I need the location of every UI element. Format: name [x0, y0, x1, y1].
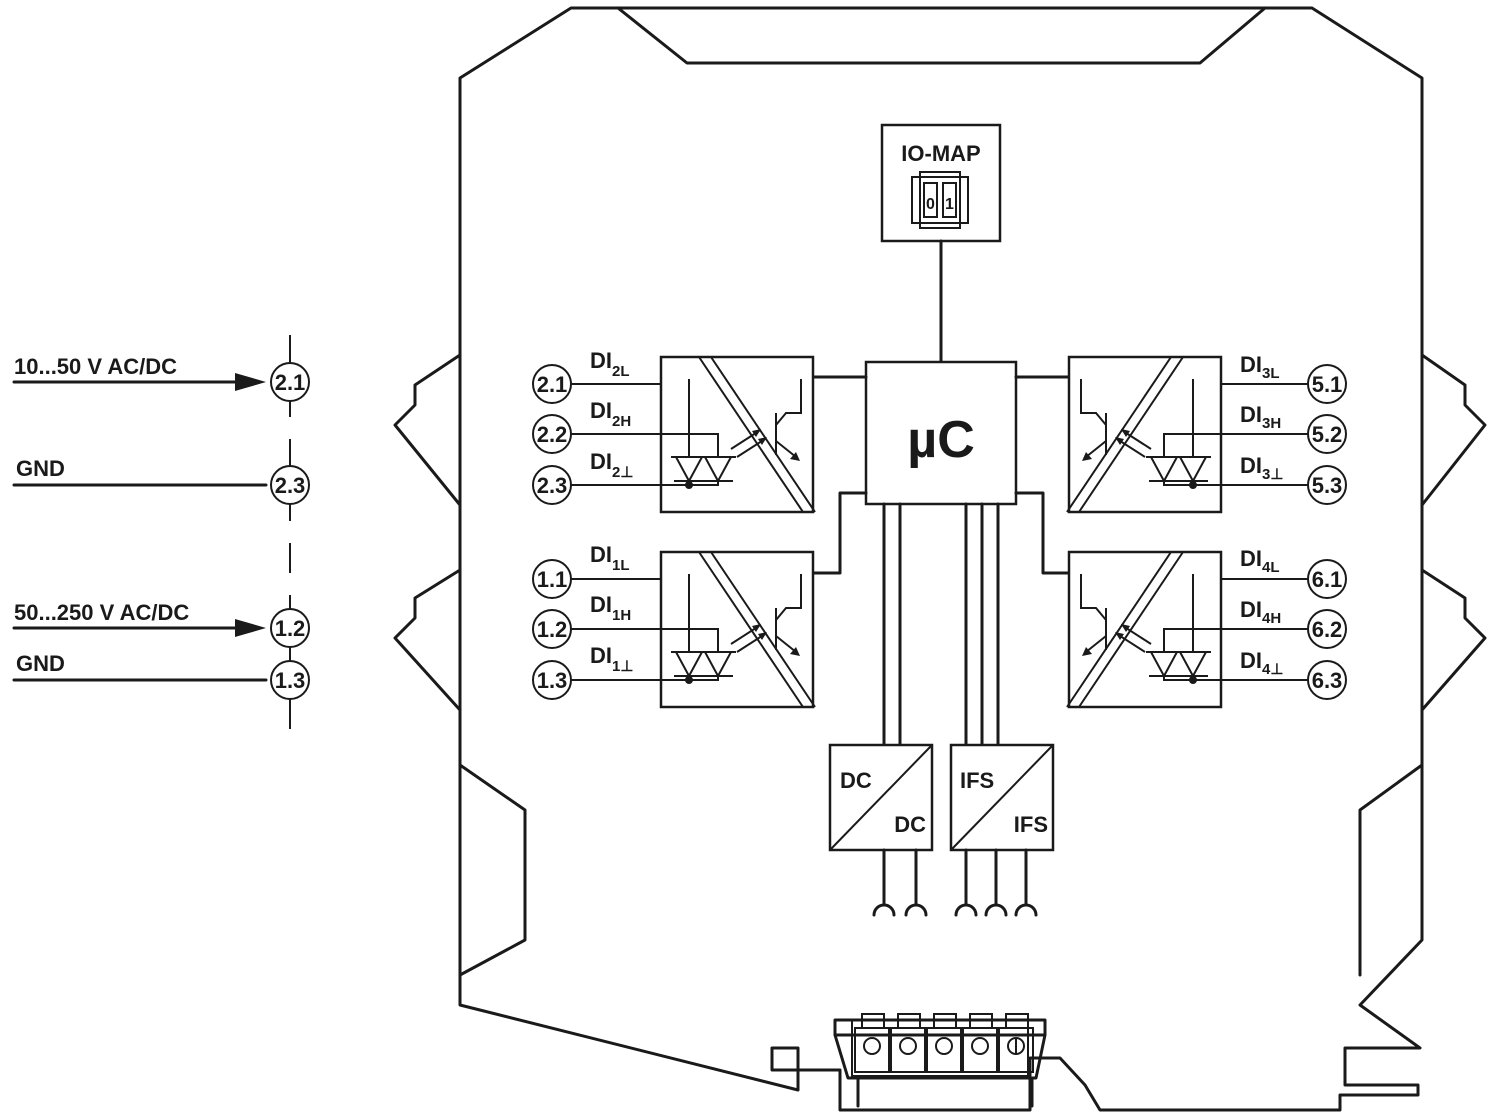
- dip-switch-0-label: 0: [926, 196, 935, 213]
- svg-text:1.2: 1.2: [537, 617, 568, 642]
- svg-text:2.1: 2.1: [275, 370, 306, 395]
- input-block-di1: [659, 550, 817, 709]
- signal-di1h: DI1H: [590, 592, 631, 624]
- terminal-5-2: 5.2: [1307, 414, 1347, 454]
- terminal-wiring: [570, 383, 1308, 681]
- dip-switch-icon: [911, 171, 969, 229]
- dc-output-label: DC: [894, 812, 926, 837]
- terminal-2-1: 2.1: [532, 364, 572, 404]
- microcontroller-label: µC: [907, 411, 975, 469]
- terminal-1-3: 1.3: [532, 660, 572, 700]
- terminal-1-1: 1.1: [532, 559, 572, 599]
- signal-di3g: DI3⊥: [1240, 453, 1283, 483]
- terminal-2-3: 2.3: [532, 465, 572, 505]
- input-block-di2: [659, 355, 817, 514]
- svg-text:5.1: 5.1: [1312, 372, 1343, 397]
- signal-di1g: DI1⊥: [590, 643, 633, 675]
- svg-text:2.1: 2.1: [537, 372, 568, 397]
- terminal-6-2: 6.2: [1307, 609, 1347, 649]
- signal-di1l: DI1L: [590, 542, 630, 574]
- connector-pin-5: [998, 1013, 1034, 1073]
- input-block-di4: [1065, 550, 1223, 709]
- terminal-1-2: 1.2: [532, 609, 572, 649]
- svg-text:2.3: 2.3: [537, 473, 568, 498]
- signal-di3h: DI3H: [1240, 402, 1281, 432]
- supply-high-gnd-label: GND: [16, 651, 65, 676]
- svg-text:2.2: 2.2: [537, 422, 568, 447]
- svg-text:6.2: 6.2: [1312, 617, 1343, 642]
- terminal-6-1: 6.1: [1307, 559, 1347, 599]
- svg-text:1.3: 1.3: [537, 668, 568, 693]
- svg-text:1.2: 1.2: [275, 616, 306, 641]
- terminal-2-1-external: 2.1: [270, 362, 310, 402]
- uc-connections: [811, 375, 1072, 747]
- svg-text:2.3: 2.3: [275, 473, 306, 498]
- svg-text:6.1: 6.1: [1312, 567, 1343, 592]
- ifs-interface: [949, 743, 1055, 917]
- module-housing: [393, 6, 1487, 1112]
- dc-dc-converter: [828, 743, 934, 917]
- signal-di2l: DI2L: [590, 348, 630, 380]
- connector-pin-3: [926, 1013, 962, 1073]
- io-map-label: IO-MAP: [901, 141, 980, 166]
- terminal-1-3-external: 1.3: [270, 660, 310, 700]
- terminal-6-3: 6.3: [1307, 660, 1347, 700]
- connector-pin-1: [854, 1013, 890, 1073]
- supply-low-gnd-label: GND: [16, 456, 65, 481]
- bus-connector: [851, 1013, 1034, 1077]
- signal-di2g: DI2⊥: [590, 449, 633, 481]
- signal-di3l: DI3L: [1240, 352, 1280, 382]
- io-map-block: IO-MAP 0 1: [880, 123, 1002, 243]
- ifs-output-label: IFS: [1014, 812, 1048, 837]
- terminal-5-3: 5.3: [1307, 465, 1347, 505]
- svg-text:1.1: 1.1: [537, 567, 568, 592]
- microcontroller-block: [864, 360, 1018, 506]
- signal-di4g: DI4⊥: [1240, 648, 1283, 678]
- svg-text:1.3: 1.3: [275, 668, 306, 693]
- dip-switch-1-label: 1: [945, 196, 954, 213]
- terminal-1-2-external: 1.2: [270, 608, 310, 648]
- svg-text:6.3: 6.3: [1312, 668, 1343, 693]
- connector-pin-4: [962, 1013, 998, 1073]
- signal-di4l: DI4L: [1240, 546, 1280, 576]
- terminal-5-1: 5.1: [1307, 364, 1347, 404]
- svg-text:5.2: 5.2: [1312, 422, 1343, 447]
- supply-low-voltage-label: 10...50 V AC/DC: [14, 354, 177, 379]
- ifs-input-label: IFS: [960, 768, 994, 793]
- signal-di4h: DI4H: [1240, 597, 1281, 627]
- terminal-2-3-external: 2.3: [270, 465, 310, 505]
- signal-di2h: DI2H: [590, 398, 631, 430]
- dc-input-label: DC: [840, 768, 872, 793]
- connector-pin-2: [890, 1013, 926, 1073]
- input-block-di3: [1065, 355, 1223, 514]
- supply-high-voltage-label: 50...250 V AC/DC: [14, 600, 189, 625]
- terminal-2-2: 2.2: [532, 414, 572, 454]
- svg-text:5.3: 5.3: [1312, 473, 1343, 498]
